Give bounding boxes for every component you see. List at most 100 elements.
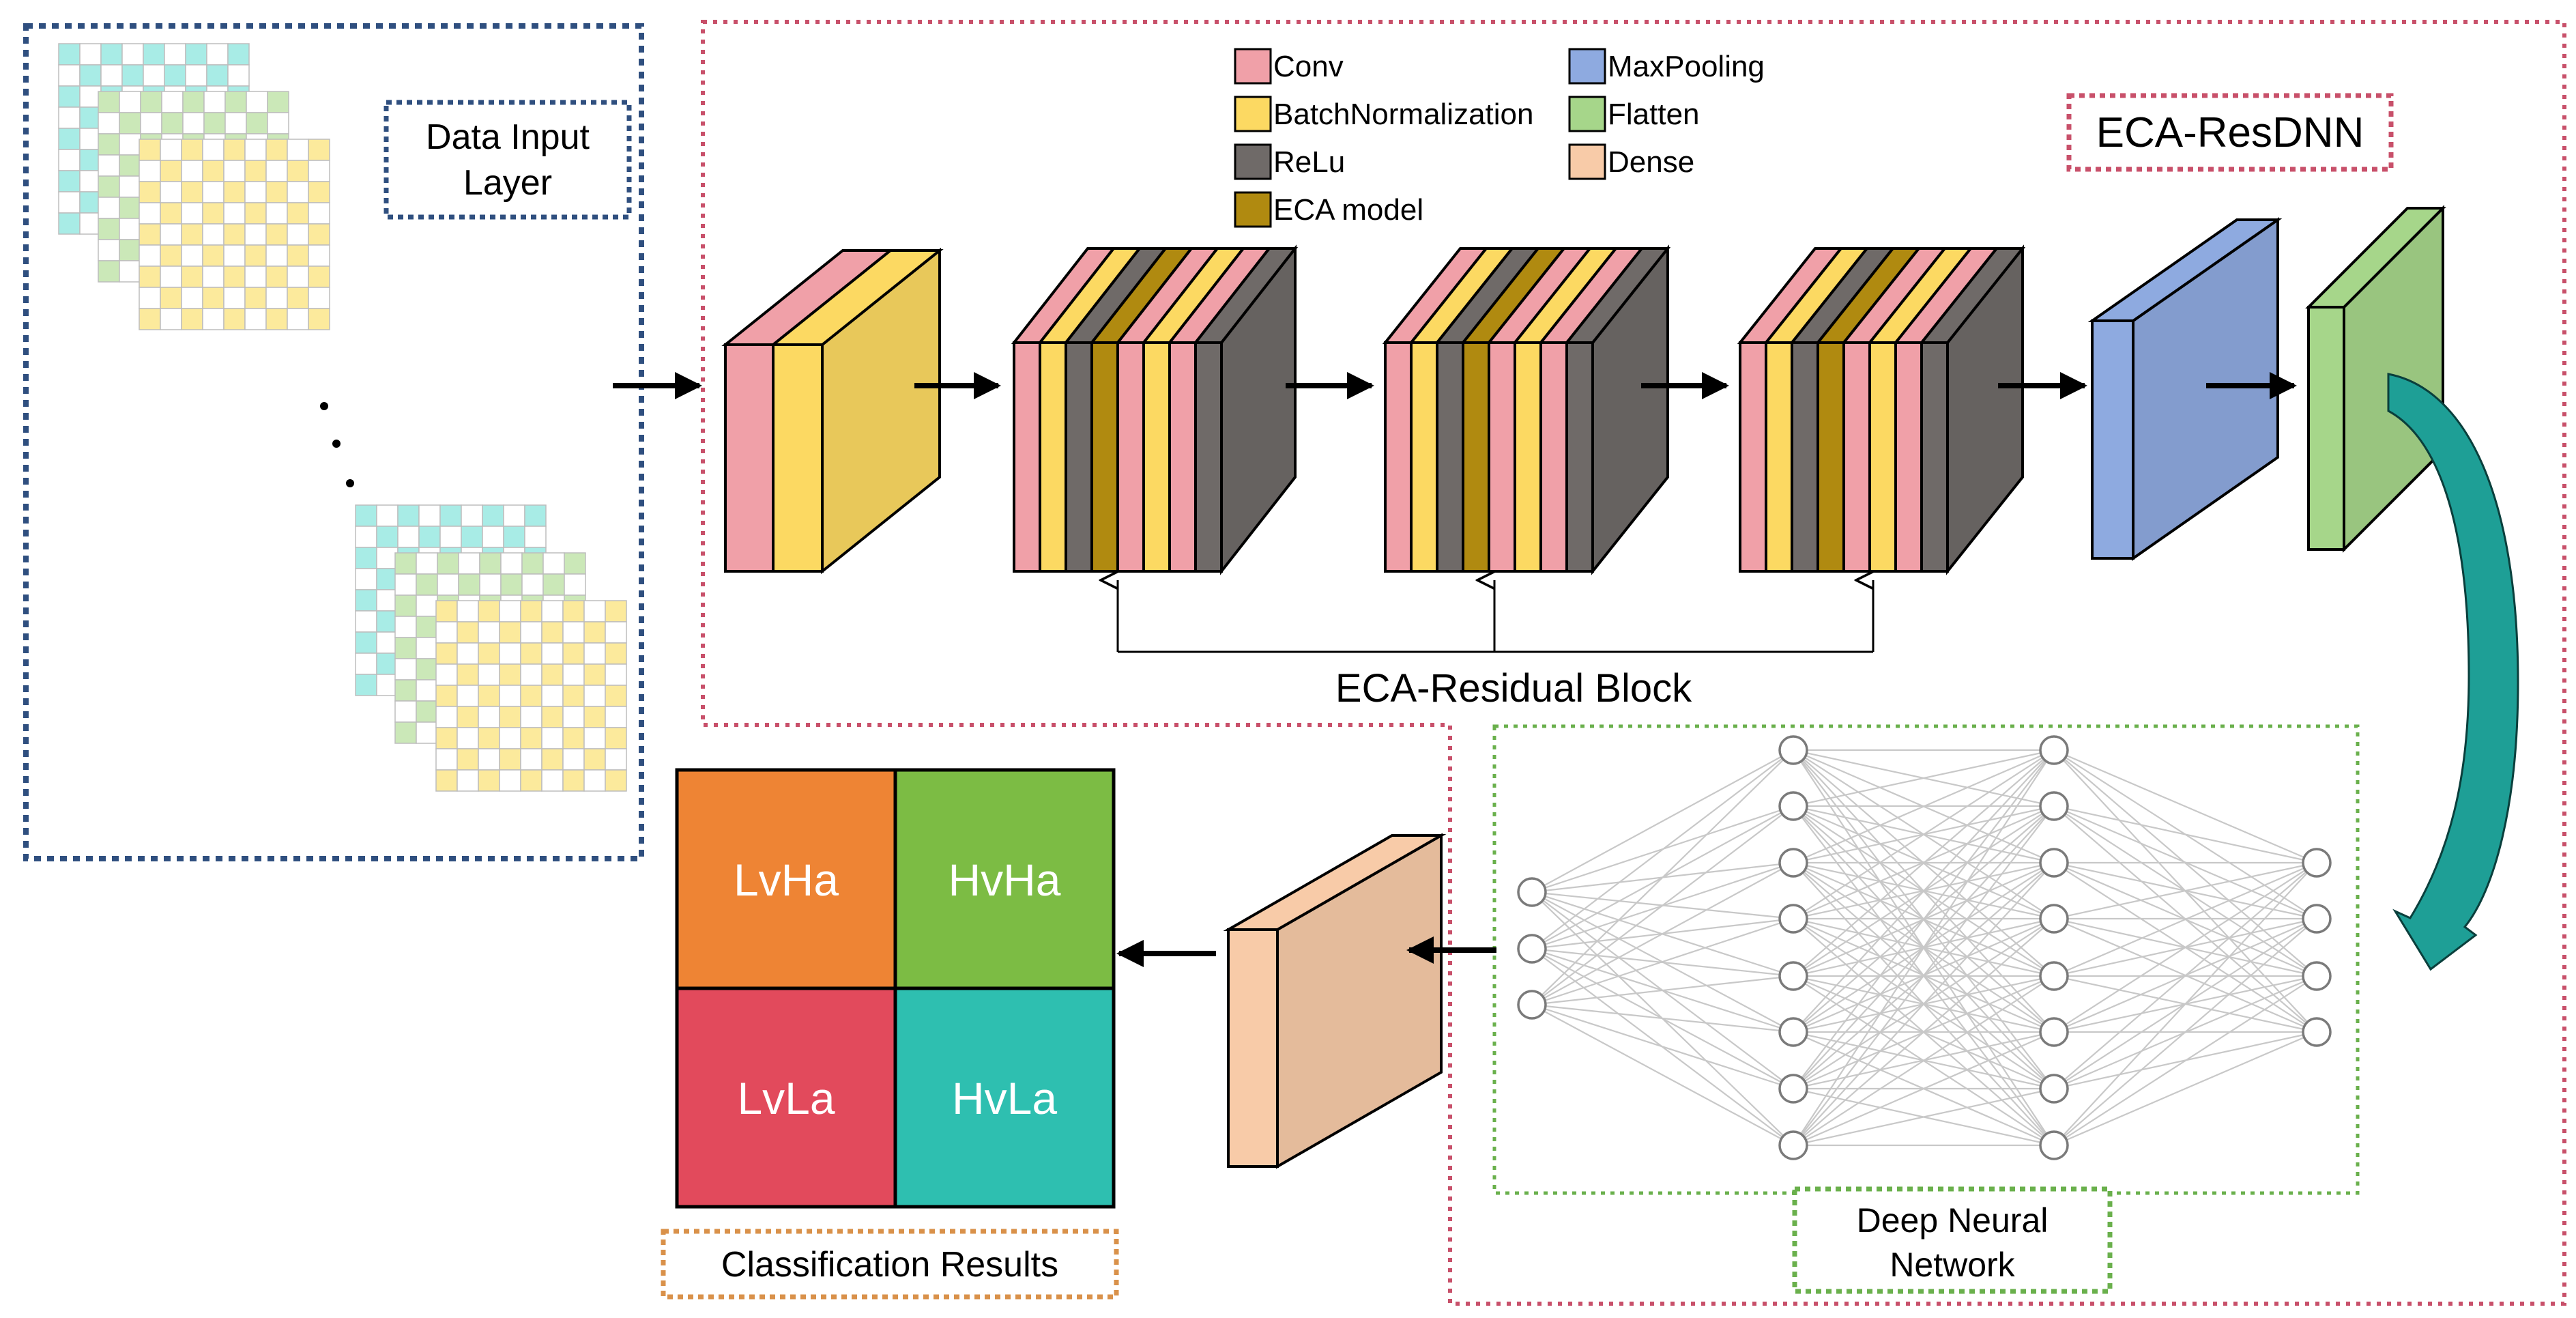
dnn-edge xyxy=(2053,861,2317,977)
input-stack-bottom-yellow-cell xyxy=(605,621,627,644)
residual-block-2-layer-front xyxy=(1539,341,1568,573)
input-stack-top-cyan-cell xyxy=(100,64,123,87)
input-stack-bottom-green-cell xyxy=(521,552,544,575)
input-stack-bottom-yellow-cell xyxy=(478,748,500,771)
dnn-node-layer-4 xyxy=(2302,848,2332,878)
input-stack-bottom-cyan-cell xyxy=(418,526,441,548)
input-stack-top-yellow-cell xyxy=(139,181,161,203)
input-stack-bottom-yellow-cell xyxy=(478,621,500,644)
residual-block-3-layer-front xyxy=(1817,341,1845,573)
dnn-label-box xyxy=(1792,1186,2113,1294)
dnn-edge xyxy=(2053,1031,2317,1147)
dnn-edge xyxy=(1531,749,1794,893)
dnn-edge xyxy=(1531,862,1794,1005)
input-stack-bottom-cyan-cell xyxy=(418,504,441,527)
residual-block-2-layer-front xyxy=(1436,341,1464,573)
residual-block-1-layer-front xyxy=(1013,341,1041,573)
residual-block-1-layer-front xyxy=(1142,341,1171,573)
legend-label-conv: Conv xyxy=(1273,50,1344,83)
input-stack-bottom-cyan-cell xyxy=(376,674,399,696)
input-stack-top-yellow-cell xyxy=(160,160,182,182)
input-stack-top-cyan-cell xyxy=(121,64,144,87)
input-stack-top-yellow-cell xyxy=(265,287,288,309)
results-title-box xyxy=(661,1229,1119,1300)
input-stack-top-yellow-cell xyxy=(181,244,203,267)
input-stack-top-cyan-cell xyxy=(79,149,102,171)
input-stack-bottom-green-cell xyxy=(542,573,565,596)
input-stack-top-yellow-cell xyxy=(244,139,267,161)
input-stack-bottom-yellow-cell xyxy=(562,663,585,686)
input-stack-bottom-yellow-cell xyxy=(605,706,627,728)
dnn-node-layer-3 xyxy=(2039,904,2069,934)
input-stack-top-yellow-cell xyxy=(265,160,288,182)
dnn-edge xyxy=(1793,1031,2055,1147)
input-stack-top-green-cell xyxy=(140,112,162,134)
dnn-edge xyxy=(1531,749,1794,949)
input-stack-top-cyan-cell xyxy=(58,128,81,150)
dnn-edge xyxy=(2053,862,2317,1033)
input-stack-bottom-yellow-cell xyxy=(541,600,564,622)
dnn-node-layer-1 xyxy=(1517,877,1547,907)
teal-curved-arrow xyxy=(2387,373,2519,971)
input-stack-bottom-yellow-cell xyxy=(541,727,564,749)
input-stack-bottom-yellow-cell xyxy=(562,642,585,665)
input-stack-bottom-cyan-cell xyxy=(482,526,504,548)
dnn-edge xyxy=(2053,975,2317,1146)
input-label-box xyxy=(383,100,632,220)
input-stack-top-cyan-cell xyxy=(227,43,250,66)
dnn-node-layer-4 xyxy=(2302,961,2332,991)
input-stack-bottom-yellow-cell xyxy=(499,663,521,686)
input-stack-bottom-yellow-cell xyxy=(562,727,585,749)
input-stack-top-green-cell xyxy=(140,91,162,113)
input-stack-top-cyan-cell xyxy=(58,64,81,87)
input-label-line2: Layer xyxy=(463,163,552,203)
first-conv-bn-block xyxy=(721,247,944,575)
input-stack-bottom-green-cell xyxy=(416,700,438,723)
input-stack-bottom-cyan-cell xyxy=(376,653,399,675)
input-stack-bottom-yellow-cell xyxy=(583,642,606,665)
input-stack-bottom-cyan-cell xyxy=(355,610,377,633)
dnn-node-layer-3 xyxy=(2039,961,2069,991)
input-stack-bottom-yellow-cell xyxy=(499,685,521,707)
input-stack-bottom-cyan-cell xyxy=(524,504,547,527)
input-stack-top-yellow-cell xyxy=(308,202,330,225)
input-stack-top-yellow-cell xyxy=(223,287,246,309)
input-stack-bottom-yellow-cell xyxy=(435,600,458,622)
input-stack-top-yellow-cell xyxy=(287,308,309,330)
residual-block-label: ECA-Residual Block xyxy=(1335,666,1692,711)
input-stack-bottom-yellow-cell xyxy=(457,727,479,749)
dnn-label-line1: Deep Neural xyxy=(1857,1201,2049,1240)
input-stack-bottom-green-cell xyxy=(394,721,417,744)
input-stack-bottom-yellow-cell xyxy=(435,685,458,707)
input-stack-bottom-yellow-cell xyxy=(457,621,479,644)
input-stack-bottom-yellow-cell xyxy=(562,769,585,792)
input-stack-bottom-green-cell xyxy=(458,573,480,596)
flatten-block-layer-front xyxy=(2307,306,2345,551)
dense-block xyxy=(1223,833,1447,1169)
legend-label-eca-model: ECA model xyxy=(1273,193,1423,227)
residual-block-2-layer-front xyxy=(1462,341,1490,573)
result-cell-hvha xyxy=(893,768,1116,990)
dnn-node-layer-3 xyxy=(2039,1074,2069,1104)
input-stack-top-yellow-cell xyxy=(139,139,161,161)
input-stack-top-yellow-cell xyxy=(265,139,288,161)
input-stack-bottom-yellow-cell xyxy=(541,706,564,728)
result-cell-hvla xyxy=(893,986,1116,1209)
input-stack-bottom-green-cell xyxy=(394,594,417,617)
input-stack-top-yellow-cell xyxy=(160,181,182,203)
input-stack-top-yellow-cell xyxy=(244,160,267,182)
residual-block-3-layer-front xyxy=(1765,341,1793,573)
input-stack-bottom-green-cell xyxy=(416,594,438,617)
input-stack-bottom-cyan-cell xyxy=(439,526,462,548)
input-stack-bottom-yellow-cell xyxy=(457,706,479,728)
input-stack-bottom-yellow-cell xyxy=(541,685,564,707)
dnn-node-layer-3 xyxy=(2039,791,2069,821)
input-stack-top-yellow-cell xyxy=(244,266,267,288)
dnn-node-layer-2 xyxy=(1778,1074,1808,1104)
input-stack-bottom-yellow-cell xyxy=(583,748,606,771)
residual-block-2-layer-front xyxy=(1384,341,1413,573)
input-stack-bottom-cyan-cell xyxy=(376,526,399,548)
input-stack-bottom-yellow-cell xyxy=(478,642,500,665)
input-stack-bottom-yellow-cell xyxy=(478,663,500,686)
output-arrows xyxy=(1116,936,1496,967)
